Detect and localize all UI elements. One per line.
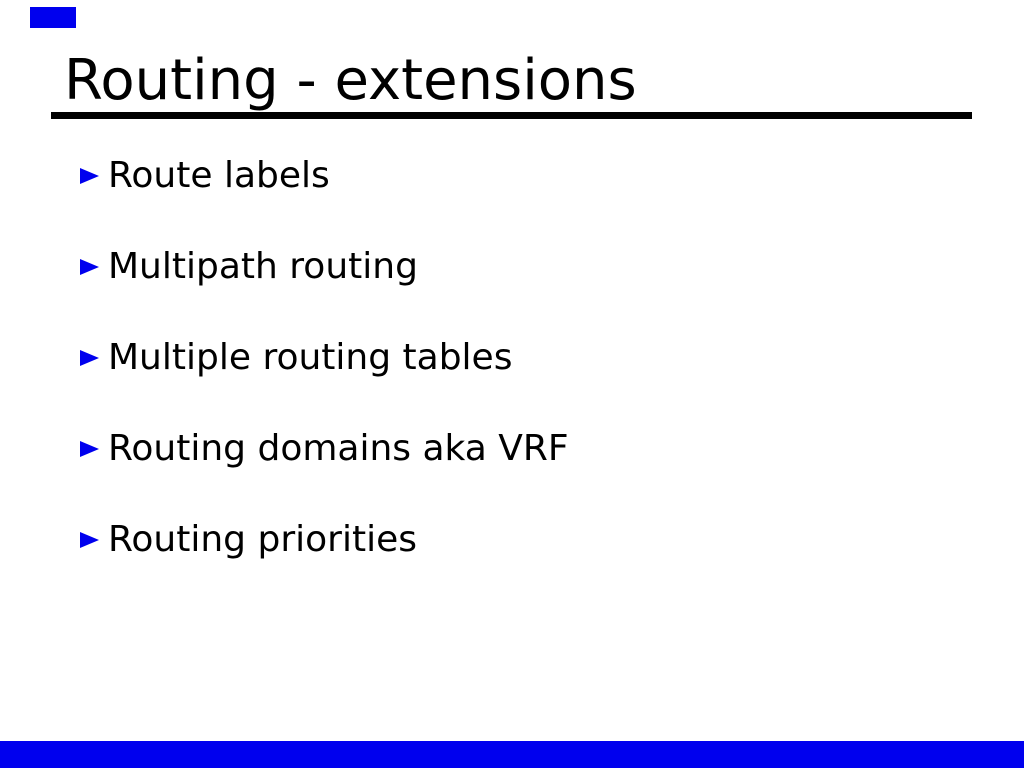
triangle-right-bullet-icon <box>80 350 99 366</box>
bullet-list: Route labels Multipath routing Multiple … <box>80 153 569 608</box>
triangle-right-bullet-icon <box>80 532 99 548</box>
bullet-text: Multipath routing <box>108 246 418 287</box>
corner-accent-marker <box>30 7 76 28</box>
bullet-text: Route labels <box>108 155 330 196</box>
title-underline-rule <box>51 112 972 119</box>
slide-title: Routing - extensions <box>64 48 637 113</box>
bullet-item: Routing priorities <box>80 517 569 563</box>
triangle-right-bullet-icon <box>80 168 99 184</box>
bullet-text: Multiple routing tables <box>108 337 513 378</box>
triangle-right-bullet-icon <box>80 259 99 275</box>
triangle-right-bullet-icon <box>80 441 99 457</box>
bullet-item: Route labels <box>80 153 569 199</box>
bullet-item: Multipath routing <box>80 244 569 290</box>
bullet-item: Routing domains aka VRF <box>80 426 569 472</box>
bottom-accent-bar <box>0 741 1024 768</box>
bullet-item: Multiple routing tables <box>80 335 569 381</box>
bullet-text: Routing domains aka VRF <box>108 428 569 469</box>
bullet-text: Routing priorities <box>108 519 417 560</box>
